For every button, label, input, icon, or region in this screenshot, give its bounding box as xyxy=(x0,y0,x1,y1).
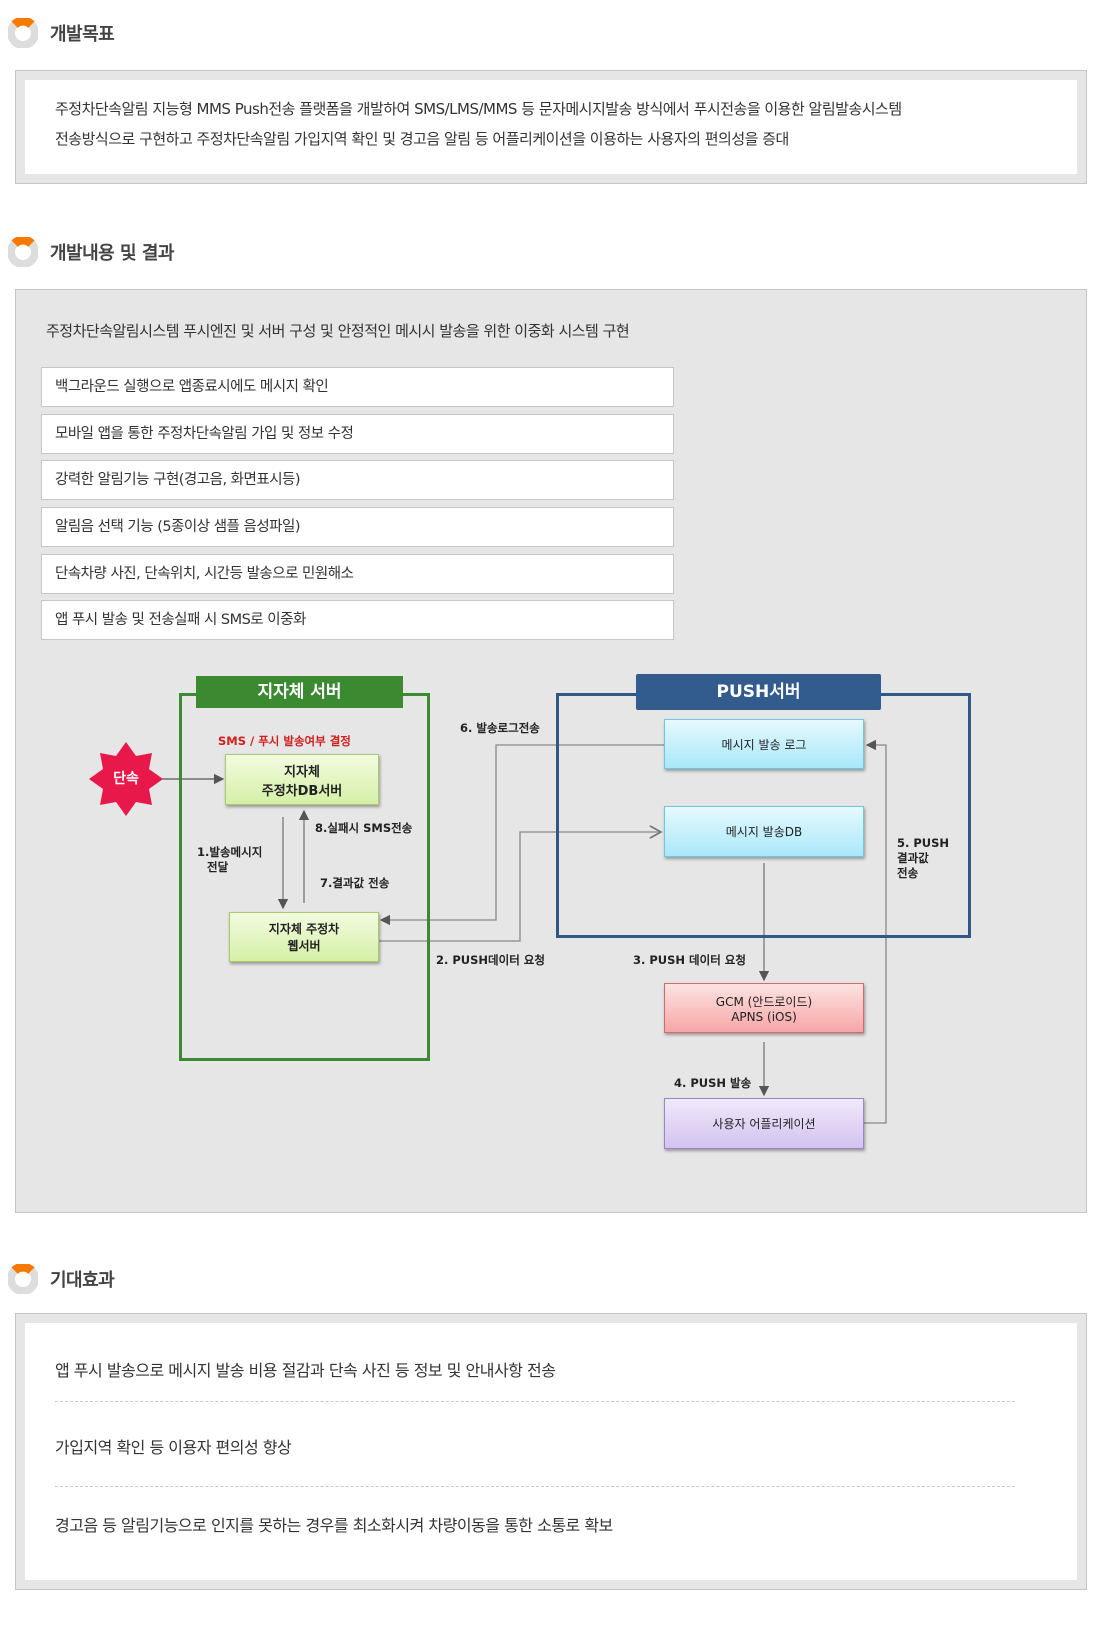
content-summary: 주정차단속알림시스템 푸시엔진 및 서버 구성 및 안정적인 메시시 발송을 위… xyxy=(46,322,630,340)
node-text: GCM (안드로이드) xyxy=(715,994,813,1009)
step-2-label: 2. PUSH데이터 요청 xyxy=(436,953,545,967)
feature-item: 백그라운드 실행으로 앱종료시에도 메시지 확인 xyxy=(41,367,674,407)
feature-item: 강력한 알림기능 구현(경고음, 화면표시등) xyxy=(41,460,674,500)
decision-note: SMS / 푸시 발송여부 결정 xyxy=(218,734,351,748)
goal-line-2: 전송방식으로 구현하고 주정차단속알림 가입지역 확인 및 경고음 알림 등 어… xyxy=(55,130,789,148)
divider xyxy=(55,1401,1015,1402)
effect-item: 앱 푸시 발송으로 메시지 발송 비용 절감과 단속 사진 등 정보 및 안내사… xyxy=(55,1361,556,1380)
starburst-icon xyxy=(89,742,163,816)
section-heading-content: 개발내용 및 결과 xyxy=(7,235,174,268)
effects-panel: 앱 푸시 발송으로 메시지 발송 비용 절감과 단속 사진 등 정보 및 안내사… xyxy=(15,1313,1087,1590)
divider xyxy=(55,1486,1015,1487)
local-server-title: 지자체 서버 xyxy=(196,676,403,708)
step-1-line: 전달 xyxy=(207,860,229,874)
push-gateway-node: GCM (안드로이드) APNS (iOS) xyxy=(664,983,864,1033)
step-3-label: 3. PUSH 데이터 요청 xyxy=(633,953,746,967)
db-server-node: 지자체 주정차DB서버 xyxy=(225,754,379,805)
connector-step-6 xyxy=(379,744,664,926)
step-5-label: 5. PUSH 결과값 전송 xyxy=(897,836,949,881)
web-server-node: 지자체 주정차 웹서버 xyxy=(229,912,379,962)
goal-line-1: 주정차단속알림 지능형 MMS Push전송 플랫폼을 개발하여 SMS/LMS… xyxy=(55,100,902,118)
push-server-title: PUSH서버 xyxy=(636,674,881,710)
step-1-line: 1.발송메시지 xyxy=(197,845,263,859)
section-heading-goal: 개발목표 xyxy=(7,16,115,49)
node-text: APNS (iOS) xyxy=(731,1009,797,1024)
orange-ring-bullet-icon xyxy=(7,235,39,268)
effect-item: 경고음 등 알림기능으로 인지를 못하는 경우를 최소화시켜 차량이동을 통한 … xyxy=(55,1516,613,1535)
user-app-node: 사용자 어플리케이션 xyxy=(664,1098,864,1149)
step-7-label: 7.결과값 전송 xyxy=(320,876,390,890)
section-title: 개발목표 xyxy=(50,24,115,45)
section-title: 기대효과 xyxy=(50,1270,115,1291)
step-6-label: 6. 발송로그전송 xyxy=(460,721,540,735)
orange-ring-bullet-icon xyxy=(7,16,39,49)
goal-panel: 주정차단속알림 지능형 MMS Push전송 플랫폼을 개발하여 SMS/LMS… xyxy=(15,70,1087,184)
trigger-label: 단속 xyxy=(113,771,139,787)
section-title: 개발내용 및 결과 xyxy=(50,243,174,264)
step-4-label: 4. PUSH 발송 xyxy=(674,1076,752,1090)
feature-item: 단속차량 사진, 단속위치, 시간등 발송으로 민원해소 xyxy=(41,554,674,594)
orange-ring-bullet-icon xyxy=(7,1262,39,1295)
send-db-node: 메시지 발송DB xyxy=(664,806,864,857)
node-text: 주정차DB서버 xyxy=(261,783,343,799)
enforcement-trigger: 단속 xyxy=(89,742,163,816)
step-1-label: 1.발송메시지 전달 xyxy=(197,845,262,875)
connector-step-5 xyxy=(864,739,887,1124)
connector-step-2 xyxy=(379,832,661,942)
node-text: 웹서버 xyxy=(287,939,321,953)
send-log-node: 메시지 발송 로그 xyxy=(664,719,864,769)
section-heading-effects: 기대효과 xyxy=(7,1262,115,1295)
node-text: 메시지 발송 로그 xyxy=(721,737,807,752)
step-5-line: 5. PUSH xyxy=(897,836,950,850)
step-5-line: 전송 xyxy=(897,866,919,880)
node-text: 지자체 xyxy=(284,764,320,780)
feature-item: 모바일 앱을 통한 주정차단속알림 가입 및 정보 수정 xyxy=(41,414,674,454)
step-8-label: 8.실패시 SMS전송 xyxy=(315,821,413,835)
step-5-line: 결과값 xyxy=(897,851,929,865)
effect-item: 가입지역 확인 등 이용자 편의성 향상 xyxy=(55,1438,292,1457)
node-text: 사용자 어플리케이션 xyxy=(712,1117,816,1131)
node-text: 메시지 발송DB xyxy=(725,825,803,839)
node-text: 지자체 주정차 xyxy=(268,922,340,936)
feature-item: 앱 푸시 발송 및 전송실패 시 SMS로 이중화 xyxy=(41,600,674,640)
feature-item: 알림음 선택 기능 (5종이상 샘플 음성파일) xyxy=(41,507,674,547)
